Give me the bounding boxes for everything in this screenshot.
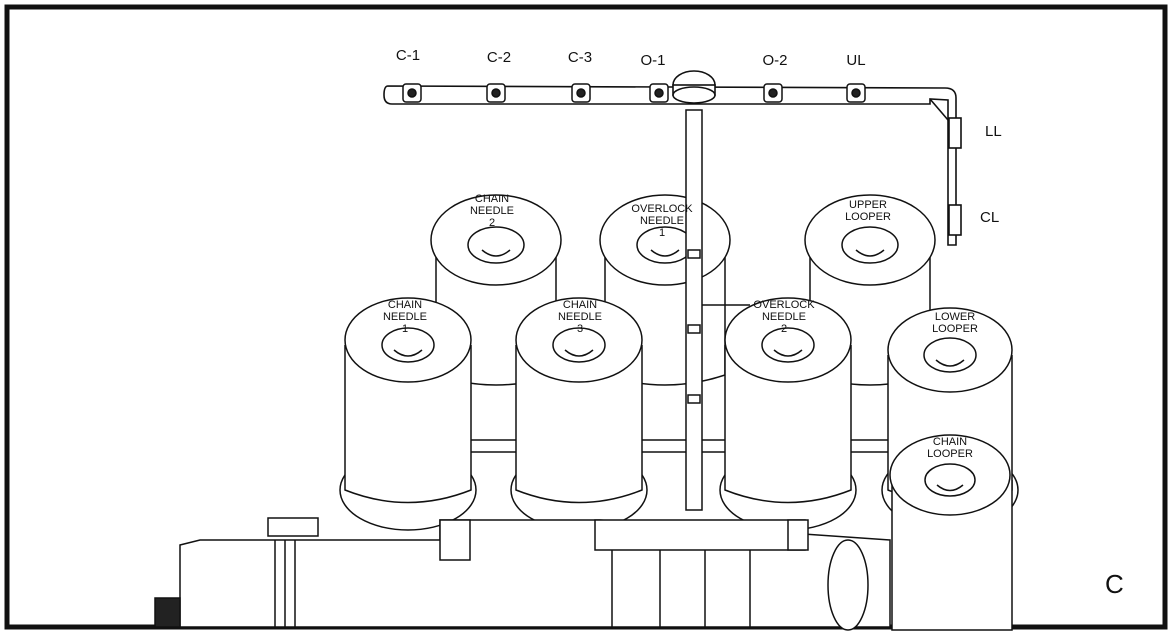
spool-label-lower-looper: LOWER LOOPER bbox=[932, 311, 978, 335]
side-label-ll: LL bbox=[985, 123, 1002, 140]
svg-text:LOWER: LOWER bbox=[935, 311, 975, 323]
spool-label-chain-needle-1: CHAIN NEEDLE 1 bbox=[383, 299, 427, 335]
guide-label-ul: UL bbox=[846, 52, 865, 69]
svg-text:CHAIN: CHAIN bbox=[933, 436, 967, 448]
svg-text:1: 1 bbox=[402, 323, 408, 335]
machine-body bbox=[154, 517, 891, 631]
svg-text:CHAIN: CHAIN bbox=[563, 299, 597, 311]
svg-text:OVERLOCK: OVERLOCK bbox=[753, 299, 815, 311]
svg-text:CHAIN: CHAIN bbox=[388, 299, 422, 311]
spool-overlock-needle-2 bbox=[719, 297, 857, 531]
rod-knob bbox=[672, 70, 716, 104]
thread-guide-bar bbox=[383, 85, 962, 246]
spool-label-overlock-needle-1: OVERLOCK NEEDLE 1 bbox=[631, 203, 693, 239]
panel-letter: C bbox=[1105, 569, 1124, 599]
spool-label-chain-needle-3: CHAIN NEEDLE 3 bbox=[558, 299, 602, 335]
guide-label-c3: C-3 bbox=[568, 49, 592, 66]
spool-label-upper-looper: UPPER LOOPER bbox=[845, 199, 891, 223]
svg-text:2: 2 bbox=[489, 217, 495, 229]
svg-text:OVERLOCK: OVERLOCK bbox=[631, 203, 693, 215]
svg-text:3: 3 bbox=[577, 323, 583, 335]
svg-text:LOOPER: LOOPER bbox=[845, 211, 891, 223]
svg-text:NEEDLE: NEEDLE bbox=[640, 215, 684, 227]
guide-label-c2: C-2 bbox=[487, 49, 511, 66]
side-label-cl: CL bbox=[980, 209, 999, 226]
svg-text:LOOPER: LOOPER bbox=[927, 448, 973, 460]
center-rod bbox=[685, 109, 703, 511]
spool-chain-looper bbox=[889, 434, 1013, 631]
svg-text:CHAIN: CHAIN bbox=[475, 193, 509, 205]
spool-label-chain-looper: CHAIN LOOPER bbox=[927, 436, 973, 460]
spool-chain-needle-3 bbox=[510, 297, 648, 531]
svg-text:NEEDLE: NEEDLE bbox=[470, 205, 514, 217]
svg-text:NEEDLE: NEEDLE bbox=[762, 311, 806, 323]
guide-label-o1: O-1 bbox=[640, 52, 665, 69]
svg-text:2: 2 bbox=[781, 323, 787, 335]
svg-text:NEEDLE: NEEDLE bbox=[383, 311, 427, 323]
svg-text:NEEDLE: NEEDLE bbox=[558, 311, 602, 323]
spool-chain-needle-1 bbox=[339, 297, 477, 531]
guide-label-c1: C-1 bbox=[396, 47, 420, 64]
guide-label-o2: O-2 bbox=[762, 52, 787, 69]
guide-eyelets bbox=[402, 83, 866, 103]
spool-label-overlock-needle-2: OVERLOCK NEEDLE 2 bbox=[753, 299, 815, 335]
svg-text:1: 1 bbox=[659, 227, 665, 239]
spool-label-chain-needle-2: CHAIN NEEDLE 2 bbox=[470, 193, 514, 229]
svg-text:LOOPER: LOOPER bbox=[932, 323, 978, 335]
svg-text:UPPER: UPPER bbox=[849, 199, 887, 211]
